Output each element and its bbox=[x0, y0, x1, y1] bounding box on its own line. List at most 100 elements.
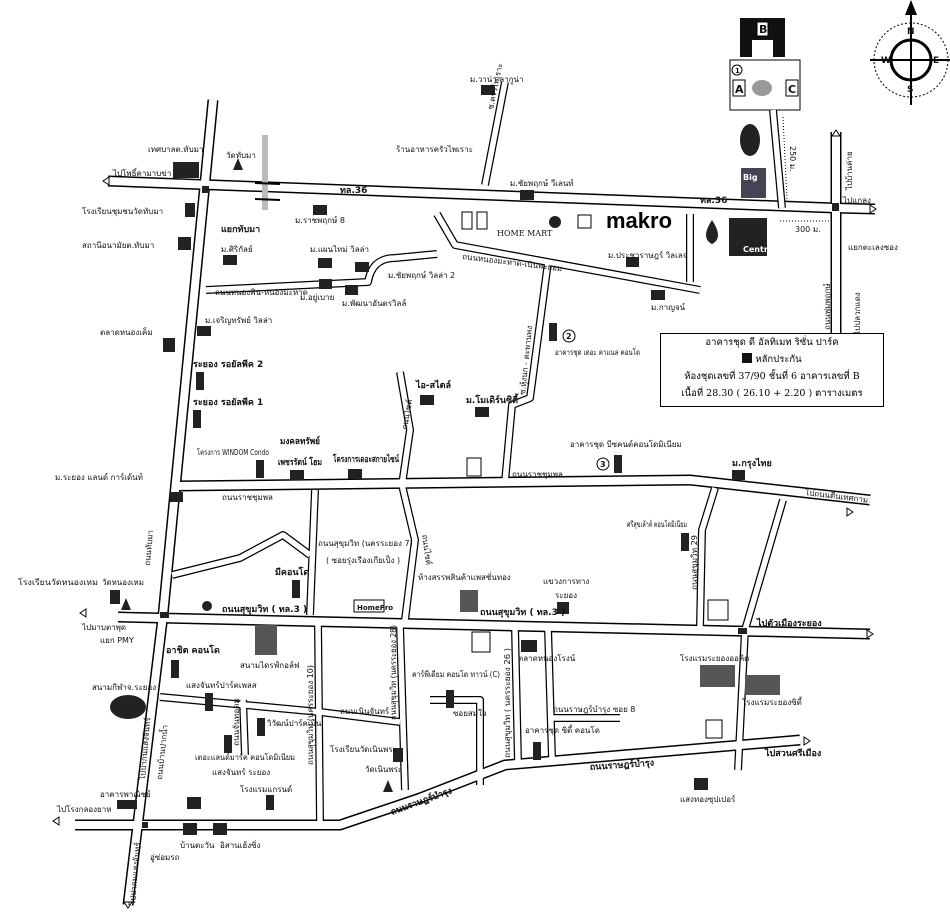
map-label: อิสานเฮ้งซิ่ง bbox=[220, 839, 261, 850]
shop-icon bbox=[117, 800, 137, 809]
map-label: ไปมาบตาพุด bbox=[81, 623, 126, 632]
map-label: อาคารชุด เดอะ คาแนล คอนโด bbox=[555, 347, 640, 357]
golf-icon bbox=[255, 625, 277, 655]
house-icon bbox=[213, 823, 227, 835]
condo-icon bbox=[193, 410, 201, 428]
big-c-logo bbox=[741, 168, 766, 198]
map-label: ม.ชัยพฤกษ์ วิลล่า 2 bbox=[388, 270, 455, 280]
map-label: โรงเรียนวัดหนองเหม bbox=[18, 577, 98, 587]
map-label: โรงแรมแกรนด์ bbox=[240, 784, 292, 794]
condo-icon bbox=[549, 323, 557, 341]
road-label: ถนนสุขุมวิท (นครระยอง 7) bbox=[318, 539, 413, 548]
traffic-lights bbox=[142, 186, 839, 828]
map-label: ม.กาญจน์ bbox=[651, 302, 686, 312]
temple-icon bbox=[383, 780, 393, 792]
info-unit: ห้องชุดเลขที่ 37/90 ชั้นที่ 6 อาคารเลขที… bbox=[684, 371, 860, 382]
map-label: เพชรรัตน์ โฮม bbox=[278, 456, 322, 468]
condo-icon bbox=[533, 742, 541, 760]
house-icon bbox=[520, 190, 534, 200]
seven-eleven-icon bbox=[705, 719, 723, 739]
map-label: ระยอง bbox=[555, 591, 577, 600]
map-label: ไปถนนตีนเทศกาม bbox=[804, 488, 869, 505]
road-label: ถนนไซค์ bbox=[420, 534, 434, 566]
map-label: โครงการเดอะสกายไซน์ bbox=[332, 453, 399, 465]
map-label: ตลาดหนองเค็ม bbox=[100, 327, 153, 337]
map-label: HOME MART bbox=[497, 229, 553, 238]
house-icon bbox=[626, 257, 639, 267]
school-icon bbox=[110, 590, 120, 604]
direction-arrows bbox=[52, 129, 877, 909]
road-label-hwy36: ทล.36 bbox=[340, 186, 367, 196]
school-icon bbox=[393, 748, 403, 762]
distance-line bbox=[782, 116, 788, 201]
marker-1: 1 bbox=[735, 67, 740, 75]
map-label: อู่ซ่อมรถ bbox=[150, 853, 180, 863]
arrow-right-icon bbox=[846, 507, 854, 517]
arrow-up-icon bbox=[831, 129, 841, 137]
map-label: โรงเรียนชุมชนวัดทับมา bbox=[82, 206, 163, 216]
map-label: อาชิต คอนโด bbox=[166, 644, 220, 656]
direction-label: ไปปลวกแดง bbox=[853, 292, 862, 336]
map-label: ไปบ้านค่าย bbox=[845, 151, 854, 191]
map-label: ม.ศิริกัลย์ bbox=[221, 244, 253, 254]
road-label: ถนนเนินจันทร์ bbox=[340, 706, 390, 716]
stadium-icon bbox=[110, 695, 146, 719]
house-icon bbox=[313, 205, 327, 215]
map-label: ไปโรงกลองยาห bbox=[56, 804, 112, 814]
block-a-label: A bbox=[735, 83, 744, 96]
distance-250: 250 ม. bbox=[788, 146, 797, 172]
hotel-icon bbox=[266, 795, 274, 810]
map-label: ม.ชัยพฤกษ์ วีเลนท์ bbox=[510, 178, 574, 188]
house-icon bbox=[732, 470, 745, 480]
house-icon bbox=[348, 469, 362, 479]
map-label: ไปตัวเมืองระยอง bbox=[756, 617, 822, 629]
house-icon bbox=[170, 492, 183, 502]
block-c-label: C bbox=[788, 83, 796, 96]
map-label: แยก PMY bbox=[100, 636, 134, 645]
central-logo bbox=[729, 218, 767, 256]
store-icon bbox=[577, 214, 592, 229]
map-label: แยกทับมา bbox=[221, 224, 260, 235]
map-label: มงคลทรัพย์ bbox=[280, 435, 320, 447]
condo-icon bbox=[257, 718, 265, 736]
bridge-icon bbox=[254, 182, 281, 201]
hospital-icon bbox=[178, 237, 191, 250]
traffic-light-icon bbox=[202, 186, 209, 193]
map-label: ม.โมเดิร์นซิตี้ bbox=[466, 393, 519, 406]
map-label: มีคอนโด bbox=[275, 566, 309, 578]
project-site-plan: B A C 1 Big bbox=[729, 18, 801, 209]
markers: 2 3 bbox=[562, 329, 610, 471]
compass-rose-icon: N S W E bbox=[870, 0, 950, 105]
traffic-light-icon bbox=[832, 203, 839, 211]
house-icon bbox=[355, 262, 369, 272]
map-label: ระยอง รอยัลพีค 1 bbox=[193, 397, 263, 408]
hotel-icon bbox=[745, 675, 780, 695]
house-icon bbox=[183, 823, 197, 835]
info-legend: หลักประกัน bbox=[661, 351, 883, 368]
ptt-drop-icon bbox=[706, 220, 718, 244]
market-icon bbox=[163, 338, 175, 352]
homepro-label: HomePro bbox=[357, 604, 393, 612]
road-label: ถนนราชชุมพล bbox=[512, 470, 563, 479]
office-icon bbox=[557, 602, 569, 614]
traffic-light-icon bbox=[142, 822, 148, 828]
info-legend-label: หลักประกัน bbox=[755, 354, 802, 365]
road-label: ถนนสุขุมวิท (นครระยอง 28) bbox=[389, 625, 398, 720]
arrow-right-icon bbox=[866, 629, 874, 639]
map-label: วัดทับมา bbox=[226, 151, 256, 160]
road-label: ถนนสุขุมวิท 29 bbox=[690, 535, 699, 590]
big-c-label: Big bbox=[743, 173, 758, 182]
condo-icon bbox=[171, 660, 179, 678]
block-b-label: B bbox=[759, 23, 767, 36]
map-label: เดอะแลนด์มาร์ค คอนโดมิเนียม bbox=[195, 752, 295, 762]
map-label: ม.วาน่า ลากูน่า bbox=[470, 75, 524, 85]
store-icon bbox=[549, 216, 561, 228]
house-icon bbox=[290, 470, 304, 480]
condo-icon bbox=[292, 580, 300, 598]
house-icon bbox=[319, 279, 332, 289]
map-label: ไปโพธิ์คามาบข่า bbox=[112, 167, 171, 178]
property-info-box: อาคารชุด ดี อัลทิเมท ริซั่น ปาร์ค หลักปร… bbox=[660, 333, 884, 407]
house-icon bbox=[481, 85, 495, 95]
market-icon bbox=[521, 640, 537, 652]
map-label: ไปแกลง bbox=[842, 196, 871, 205]
